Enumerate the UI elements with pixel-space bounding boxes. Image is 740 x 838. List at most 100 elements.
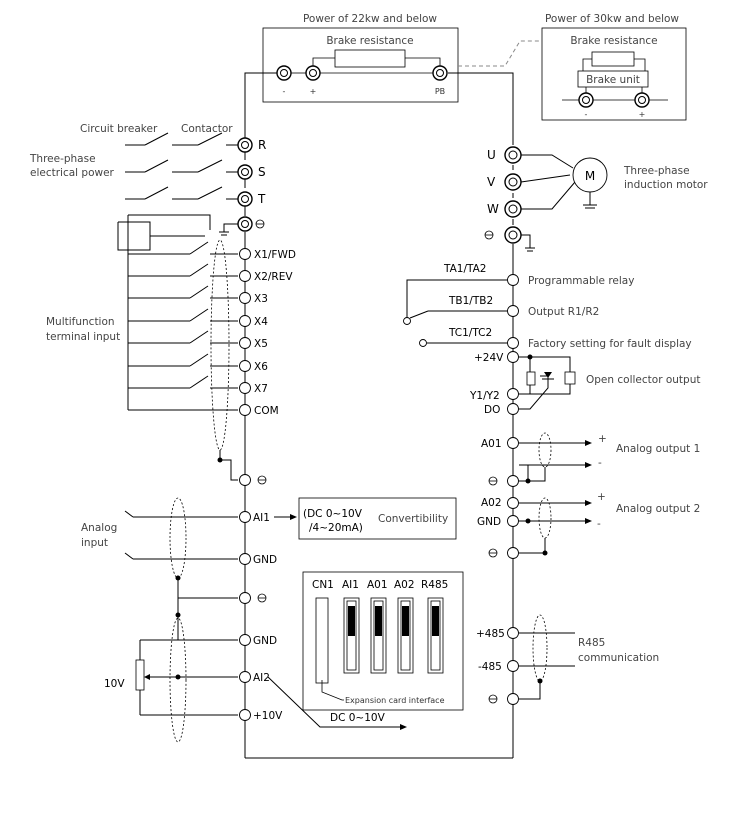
motor-output: U V W M Three-phase induction motor [484,146,708,252]
svg-text:X7: X7 [254,383,268,395]
svg-text:+: + [598,433,607,445]
terminal-gnd1 [239,553,251,565]
terminal-gnd2 [239,634,251,646]
contactor-label: Contactor [181,123,233,135]
switch-a02 [397,597,414,674]
svg-text:S: S [258,165,266,179]
svg-text:R: R [258,138,266,152]
svg-text:X5: X5 [254,338,268,350]
terminal-x1 [239,248,251,260]
multifunction-inputs: Multifunction terminal input [46,214,296,486]
svg-text:U: U [487,148,496,162]
svg-text:terminal input: terminal input [46,331,120,343]
svg-text:A02: A02 [394,579,415,591]
svg-text:+24V: +24V [474,352,504,364]
svg-text:DO: DO [484,404,500,416]
svg-text:input: input [81,537,108,549]
potentiometer [135,659,145,691]
svg-text:/4~20mA): /4~20mA) [309,522,363,534]
terminal-ground-ao [507,475,519,487]
terminal-ground-ai [239,592,251,604]
svg-text:Brake resistance: Brake resistance [570,35,657,47]
terminal-com [239,404,251,416]
terminal-p485 [507,627,519,639]
svg-text:A02: A02 [481,497,502,509]
cn1-slot [315,597,329,684]
analog-outputs: A01 + - Analog output 1 A02 GND + - Anal… [477,432,700,559]
svg-text:electrical power: electrical power [30,167,115,179]
switch-r485 [427,597,444,674]
terminal-a01 [507,437,519,449]
svg-text:DC 0~10V: DC 0~10V [330,712,386,724]
svg-text:AI1: AI1 [253,512,270,524]
svg-text:+: + [639,110,646,119]
circuit-breaker-label: Circuit breaker [80,123,158,135]
terminal-10v [239,709,251,721]
svg-text:+485: +485 [476,628,505,640]
svg-text:R485: R485 [578,637,605,649]
terminal-ta [507,274,519,286]
terminal-x3 [239,292,251,304]
svg-text:Three-phase: Three-phase [623,165,690,177]
svg-text:+: + [597,491,606,503]
power-input: Circuit breaker Contactor Three-phase el… [29,123,266,236]
svg-text:Convertibility: Convertibility [378,513,448,525]
optional-link [458,40,542,67]
terminal-ground-inputs [239,474,251,486]
svg-text:R485: R485 [421,579,448,591]
power-22kw-label: Power of 22kw and below [303,13,437,25]
svg-text:T: T [257,192,266,206]
terminal-do [507,403,519,415]
svg-text:CN1: CN1 [312,579,334,591]
terminal-gnd-ao [507,515,519,527]
svg-text:-: - [585,110,588,119]
ai1-range-box [298,497,457,540]
svg-text:X2/REV: X2/REV [254,271,293,283]
terminal-x5 [239,337,251,349]
analog-inputs: Analog input AI1 (DC 0~10V /4~20mA) Conv… [81,497,457,743]
terminal-ground-485 [507,693,519,705]
svg-text:W: W [487,202,499,216]
brake-resistor [334,49,406,68]
svg-text:PB: PB [435,87,445,96]
svg-text:Analog: Analog [81,522,117,534]
svg-text:GND: GND [253,554,277,566]
svg-text:GND: GND [477,516,501,528]
svg-text:-: - [597,518,601,530]
svg-text:COM: COM [254,405,279,417]
inverter-body [244,72,514,759]
svg-text:Output R1/R2: Output R1/R2 [528,306,599,318]
terminal-24v [507,351,519,363]
brake-box-22kw: Power of 22kw and below Brake resistance… [262,13,459,103]
brake-resistance-label: Brake resistance [326,35,413,47]
svg-text:TC1/TC2: TC1/TC2 [448,327,492,339]
svg-text:Analog output 1: Analog output 1 [616,443,700,455]
brake-resistor-30 [591,51,635,67]
svg-text:AI1: AI1 [342,579,359,591]
svg-text:Expansion card interface: Expansion card interface [345,696,445,705]
svg-text:X1/FWD: X1/FWD [254,249,296,261]
svg-text:induction motor: induction motor [624,179,708,191]
svg-text:TA1/TA2: TA1/TA2 [443,263,486,275]
terminal-a02 [507,497,519,509]
svg-text:Brake unit: Brake unit [586,74,640,86]
svg-text:Open collector output: Open collector output [586,374,700,386]
svg-text:A01: A01 [481,438,502,450]
switch-a01 [370,597,387,674]
svg-text:Y1/Y2: Y1/Y2 [469,390,500,402]
svg-text:X3: X3 [254,293,268,305]
svg-text:X4: X4 [254,316,268,328]
terminal-y1y2 [507,388,519,400]
svg-text:Analog output 2: Analog output 2 [616,503,700,515]
svg-text:-: - [598,457,602,469]
svg-text:+10V: +10V [253,710,283,722]
svg-text:A01: A01 [367,579,388,591]
terminal-ai1 [239,511,251,523]
svg-text:Programmable relay: Programmable relay [528,275,634,287]
svg-text:X6: X6 [254,361,268,373]
brake-box-30kw: Power of 30kw and below Brake resistance… [541,13,687,121]
terminal-ai2 [239,671,251,683]
relay-outputs: TA1/TA2 TB1/TB2 TC1/TC2 Programmable rel… [403,263,692,350]
svg-text:Factory setting for fault disp: Factory setting for fault display [528,338,692,350]
terminal-x2 [239,270,251,282]
